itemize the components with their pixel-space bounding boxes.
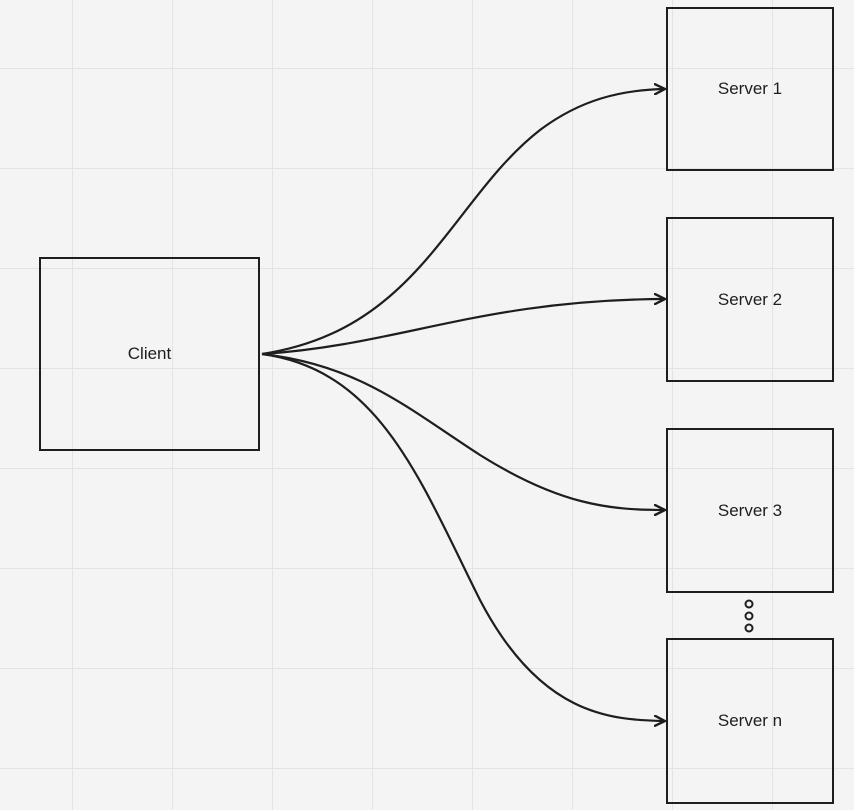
client-node[interactable]: Client (39, 257, 260, 451)
server-3-label: Server 3 (717, 500, 783, 520)
server-3-node[interactable]: Server 3 (666, 428, 834, 593)
server-1-label: Server 1 (717, 79, 783, 98)
arrow-client-to-server-2 (261, 299, 664, 356)
server-n-node[interactable]: Server n (666, 638, 834, 804)
arrow-client-to-server-n (261, 352, 664, 721)
arrow-client-to-server-3 (261, 352, 664, 510)
server-n-label: Server n (717, 711, 783, 730)
vertical-dots-icon (744, 599, 754, 633)
server-1-node[interactable]: Server 1 (666, 7, 834, 171)
server-2-node[interactable]: Server 2 (666, 217, 834, 382)
client-label: Client (127, 344, 172, 363)
arrow-client-to-server-1 (261, 89, 664, 356)
server-2-label: Server 2 (717, 289, 783, 309)
